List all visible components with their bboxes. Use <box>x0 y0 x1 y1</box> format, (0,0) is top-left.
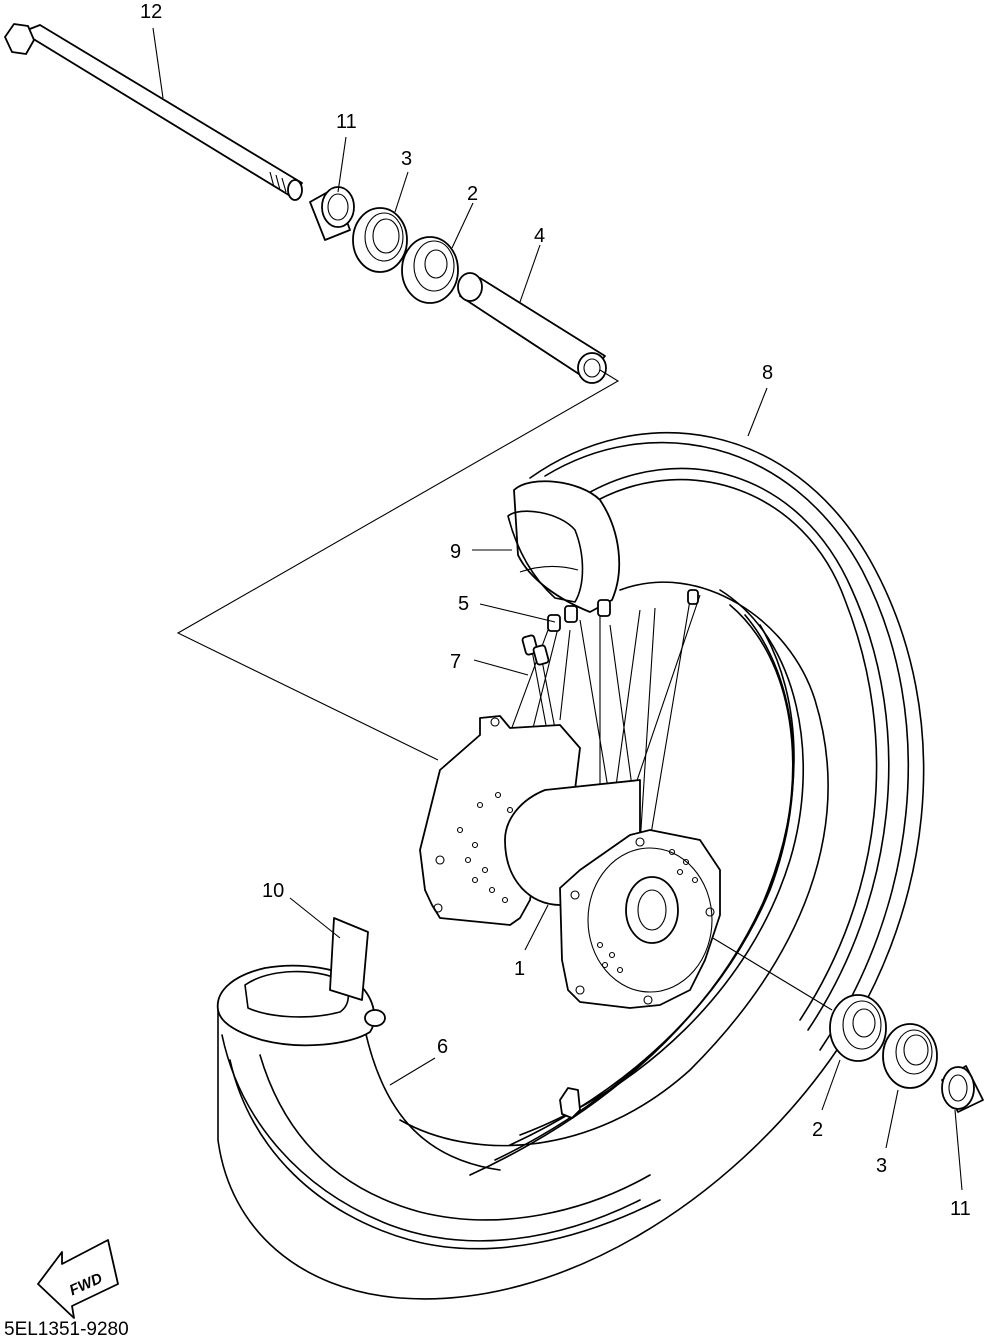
callout-labels: 12 11 3 2 4 8 9 5 7 10 1 6 2 3 11 <box>140 1 971 1220</box>
front-axle-part-12 <box>4 23 303 201</box>
bearing-part-2-top <box>401 236 459 304</box>
callout-12: 12 <box>140 1 162 23</box>
callout-7: 7 <box>450 651 461 673</box>
nipples-part-5 <box>547 589 699 632</box>
callout-2-bottom: 2 <box>812 1119 823 1141</box>
callout-1: 1 <box>514 958 525 980</box>
fwd-arrow-icon: FWD <box>37 1239 119 1319</box>
callout-5: 5 <box>458 593 469 615</box>
hub-part-1 <box>419 715 721 1009</box>
oil-seal-part-3-bottom <box>882 1023 938 1089</box>
callout-10: 10 <box>262 880 284 902</box>
bearing-part-2-bottom <box>829 994 887 1062</box>
valve-stem <box>559 1087 581 1119</box>
callout-4: 4 <box>534 225 545 247</box>
callout-3-bottom: 3 <box>876 1155 887 1177</box>
leader-lines <box>152 27 963 1191</box>
hub-bolt-holes <box>456 791 699 974</box>
callout-11-top: 11 <box>336 111 357 133</box>
callout-3-top: 3 <box>401 148 412 170</box>
collar-part-11-top <box>309 186 355 241</box>
assembly-line-left <box>176 369 620 761</box>
tire-part-8 <box>217 432 925 1300</box>
oil-seal-part-3-top <box>352 207 408 273</box>
callout-9: 9 <box>450 541 461 563</box>
callout-11-bottom: 11 <box>950 1198 971 1220</box>
callout-2-top: 2 <box>467 183 478 205</box>
callout-8: 8 <box>762 362 773 384</box>
tube-part-9 <box>507 480 621 613</box>
spacer-tube-part-4 <box>457 272 607 384</box>
diagram-code: 5EL1351-9280 <box>4 1319 129 1338</box>
collar-part-11-bottom <box>941 1065 984 1113</box>
tube-cutaway-part-10 <box>216 917 386 1047</box>
callout-6: 6 <box>437 1036 448 1058</box>
